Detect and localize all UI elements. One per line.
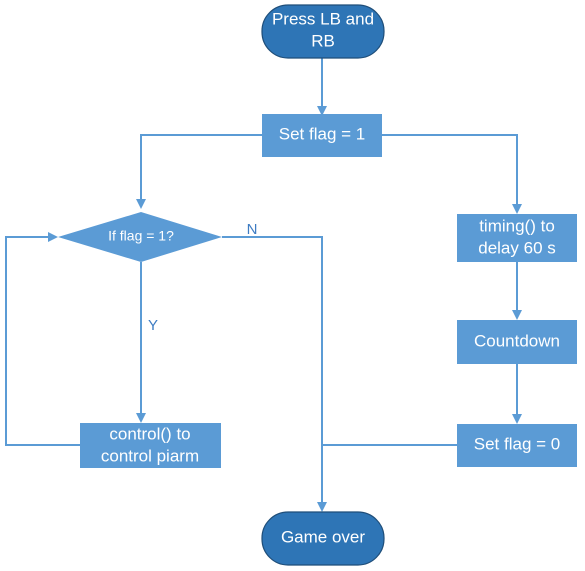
- edge-label-yes: Y: [148, 317, 158, 334]
- start-node-line2: RB: [311, 31, 335, 50]
- edge-setflag1-to-timing: [382, 134, 522, 214]
- countdown-label: Countdown: [474, 331, 560, 350]
- control-line2: control piarm: [101, 446, 199, 465]
- decision-node: If flag = 1?: [58, 212, 222, 262]
- end-node: Game over: [261, 511, 385, 566]
- control-line1: control() to: [109, 424, 190, 443]
- edge-decision-no-to-end: [222, 236, 327, 512]
- start-node-line1: Press LB and: [272, 9, 374, 28]
- timing-line1: timing() to: [479, 216, 555, 235]
- edge-control-loop-back: [5, 232, 80, 446]
- edge-label-no: N: [247, 221, 258, 238]
- control-node: control() to control piarm: [80, 423, 221, 468]
- timing-line2: delay 60 s: [478, 238, 556, 257]
- edge-setflag1-to-decision: [136, 134, 262, 209]
- timing-node: timing() to delay 60 s: [457, 214, 577, 262]
- decision-label: If flag = 1?: [108, 228, 174, 244]
- set-flag-1-label: Set flag = 1: [279, 124, 365, 143]
- end-node-label: Game over: [281, 527, 365, 546]
- set-flag-0-label: Set flag = 0: [474, 434, 560, 453]
- set-flag-1-node: Set flag = 1: [262, 114, 382, 157]
- countdown-node: Countdown: [457, 320, 577, 364]
- start-node: Press LB and RB: [261, 4, 385, 59]
- set-flag-0-node: Set flag = 0: [457, 424, 577, 467]
